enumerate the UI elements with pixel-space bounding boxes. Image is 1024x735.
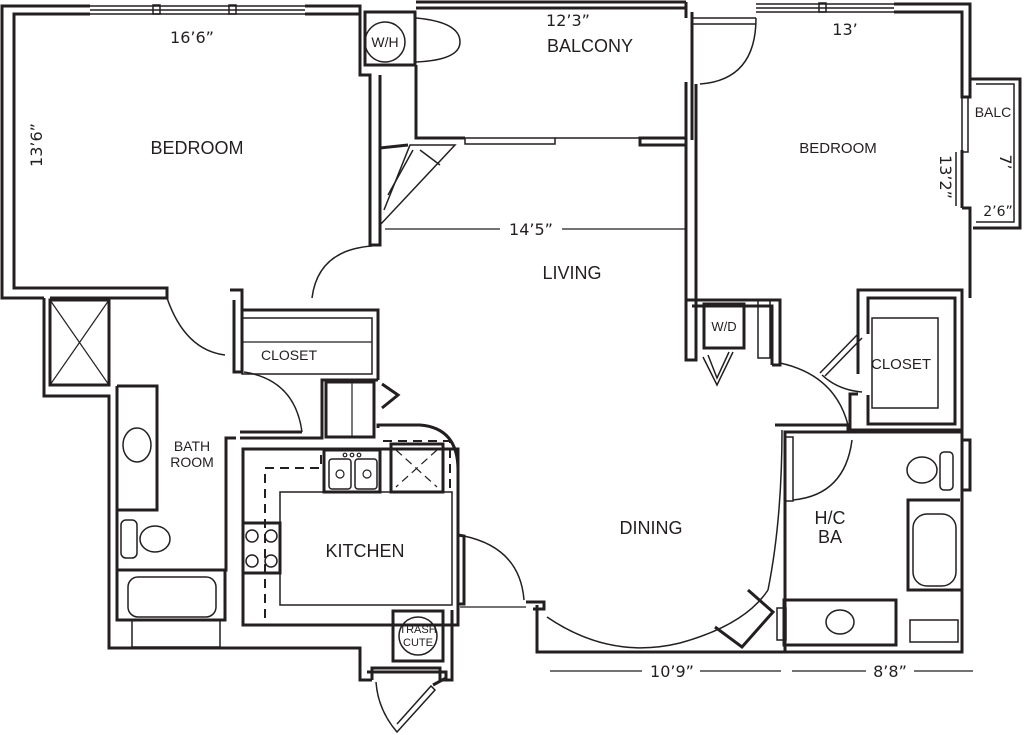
entry-door [360, 610, 454, 734]
dining-walls [526, 429, 964, 654]
bath-walls [42, 298, 372, 682]
balcony-walls [414, 0, 757, 147]
water-heater-icon [364, 21, 406, 63]
closet-1-label: CLOSET [261, 347, 317, 363]
bath-label-line-1: BATH [174, 438, 210, 454]
bedroom-1-depth-dimension: 13’6” [27, 123, 46, 167]
kitchen-dining-door [456, 533, 526, 608]
balcony-label: BALCONY [547, 36, 633, 56]
bedroom-2-width-dimension: 13’ [832, 20, 857, 39]
pantry [324, 380, 401, 439]
balcony-width-dimension: 12’3” [546, 11, 590, 30]
small-balcony-length-dimension: 7’ [996, 154, 1015, 169]
water-heater-label: W/H [371, 34, 398, 50]
bedroom-1-walls [0, 4, 382, 300]
hc-bath-label-line-1: H/C [815, 508, 846, 528]
small-balcony-label: BALC [975, 104, 1012, 120]
living-label: LIVING [542, 263, 601, 283]
entry-closet-diagonal [378, 143, 457, 240]
bath-label-line-2: ROOM [170, 454, 214, 470]
closet-2-walls [819, 288, 964, 432]
washer-dryer-label: W/D [711, 319, 736, 334]
hc-bath-width-dimension: 8’8” [873, 662, 907, 681]
refrigerator [389, 442, 445, 494]
dining-label: DINING [620, 518, 683, 538]
bedroom-1-width-dimension: 16’6” [170, 28, 214, 47]
small-balcony-depth-dimension: 2’6” [983, 204, 1013, 220]
kitchen-label: KITCHEN [325, 541, 404, 561]
bedroom-1-door [166, 245, 373, 356]
bedroom-1-label: BEDROOM [150, 138, 243, 158]
washer-dryer-closet [686, 298, 849, 426]
stove [241, 521, 282, 575]
hc-bath-walls [775, 423, 972, 652]
trash-chute [391, 609, 445, 663]
bedroom-2-depth-dimension: 13’2” [936, 155, 955, 199]
bedroom-2-label: BEDROOM [799, 140, 877, 157]
kitchen-sink [322, 448, 382, 494]
hc-bath-label-line-2: BA [818, 527, 842, 547]
trash-chute-label-line-2: CUTE [403, 637, 433, 649]
small-balcony-walls [955, 77, 1022, 230]
dining-width-dimension: 10’9” [650, 662, 694, 681]
living-width-dimension: 14’5” [509, 220, 553, 239]
trash-chute-label-line-1: TRASH [399, 624, 436, 636]
closet-2-label: CLOSET [871, 356, 931, 373]
closet-1-walls [230, 288, 380, 440]
